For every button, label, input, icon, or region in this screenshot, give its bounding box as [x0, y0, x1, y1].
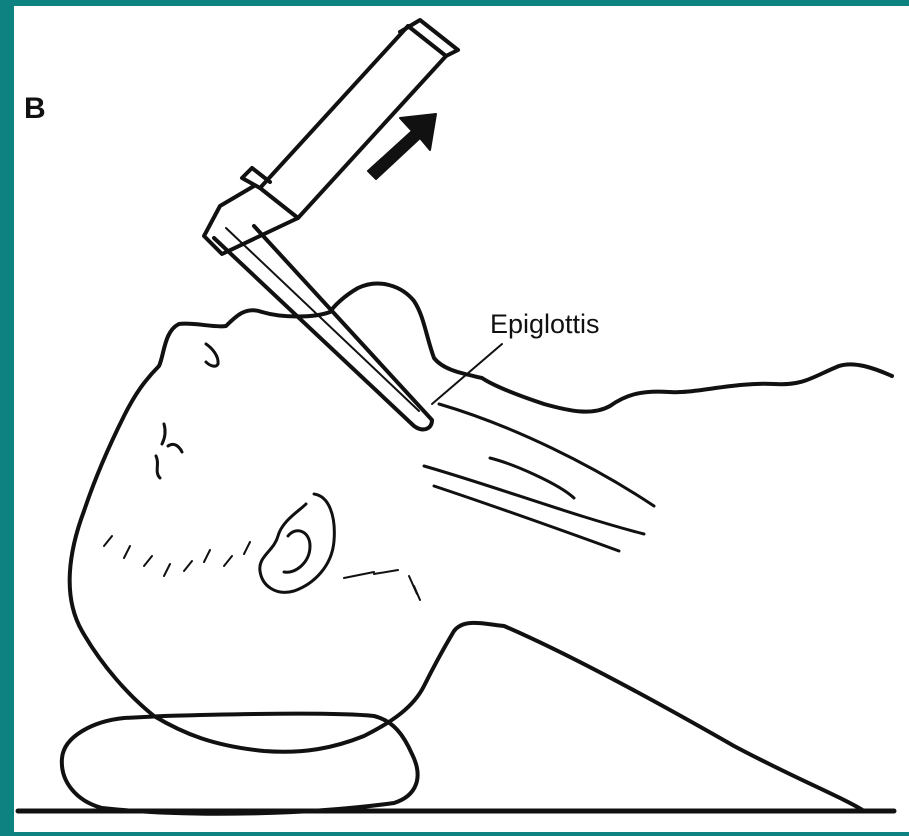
arrow-up-right-icon — [368, 114, 436, 179]
nose-lip — [206, 344, 218, 366]
pillow-icon — [62, 714, 418, 814]
ear — [260, 494, 335, 592]
epiglottis-leader — [432, 344, 502, 404]
neck-lines — [424, 404, 654, 551]
hair-stipple — [104, 536, 420, 600]
panel-letter: B — [24, 94, 46, 124]
epiglottis-label: Epiglottis — [490, 311, 600, 338]
laryngoscope-icon — [204, 20, 458, 429]
intubation-illustration — [14, 6, 909, 832]
eye-strokes — [156, 424, 182, 478]
figure-panel: B Epiglottis — [14, 6, 909, 832]
